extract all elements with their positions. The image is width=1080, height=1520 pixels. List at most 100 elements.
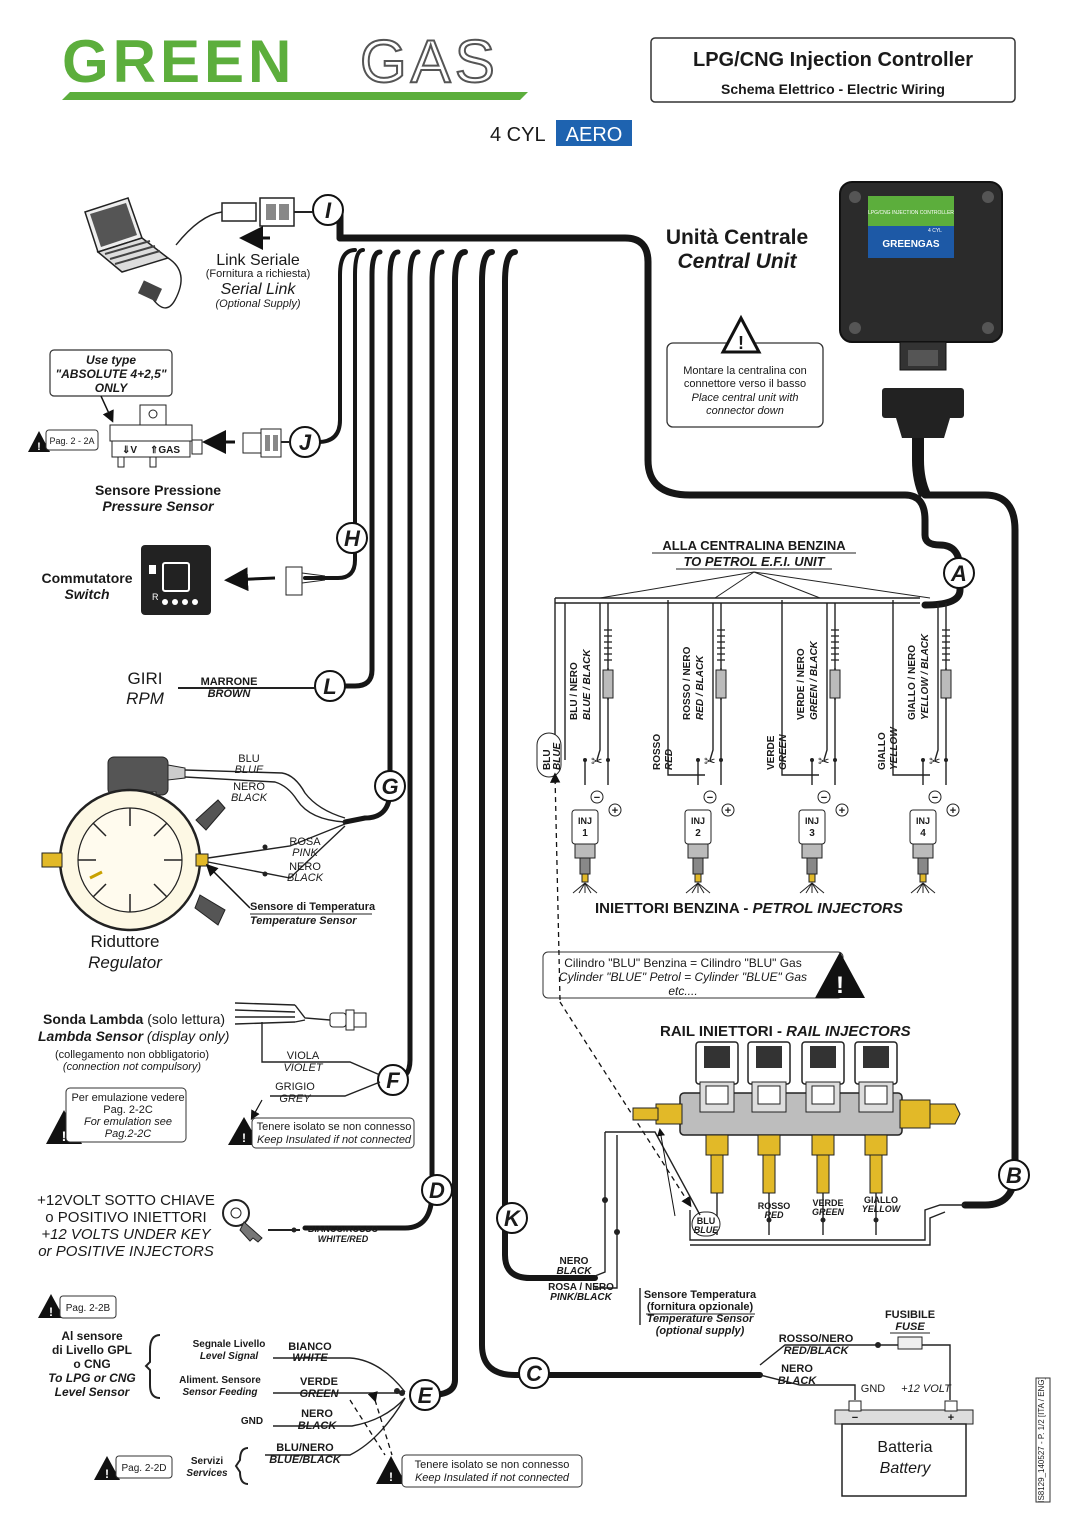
svg-text:+: + <box>948 1412 954 1424</box>
svg-text:NERO: NERO <box>560 1256 589 1267</box>
svg-text:GRIGIO: GRIGIO <box>275 1081 315 1093</box>
svg-text:VERDE / NERO: VERDE / NERO <box>796 648 807 720</box>
connector-c: C <box>518 1357 550 1389</box>
svg-text:BROWN: BROWN <box>208 688 252 700</box>
connector-d: D <box>421 1174 453 1206</box>
svg-text:NERO: NERO <box>301 1408 333 1420</box>
svg-text:BLUE: BLUE <box>235 764 264 776</box>
svg-text:!: ! <box>738 333 744 353</box>
svg-text:Per emulazione vedere: Per emulazione vedere <box>71 1092 184 1104</box>
svg-text:E: E <box>418 1383 434 1408</box>
lambda-title-it: Sonda Lambda (solo lettura) <box>43 1011 225 1027</box>
key-line-1: +12VOLT SOTTO CHIAVE <box>37 1192 215 1209</box>
serial-label-it: Link Seriale <box>216 252 300 269</box>
svg-text:!: ! <box>49 1305 53 1319</box>
svg-text:WHITE: WHITE <box>292 1352 328 1364</box>
svg-text:+: + <box>950 805 956 817</box>
serial-dongle <box>137 280 163 302</box>
svg-text:Al sensore: Al sensore <box>61 1329 123 1343</box>
temp-label-it: Sensore di Temperatura <box>250 901 376 913</box>
svg-text:YELLOW: YELLOW <box>862 1204 902 1214</box>
svg-text:Pag. 2-2C: Pag. 2-2C <box>103 1104 153 1116</box>
svg-text:GIALLO: GIALLO <box>864 1195 898 1205</box>
cylinder-note: ! Cilindro "BLU" Benzina = Cilindro "BLU… <box>542 951 865 999</box>
svg-text:GND: GND <box>861 1383 886 1395</box>
svg-text:di Livello GPL: di Livello GPL <box>52 1343 132 1357</box>
svg-text:✂: ✂ <box>704 753 716 769</box>
svg-text:Tenere isolato se non connesso: Tenere isolato se non connesso <box>257 1121 412 1133</box>
svg-text:ROSA: ROSA <box>289 836 321 848</box>
svg-text:GREY: GREY <box>279 1093 311 1105</box>
svg-text:BLUE / BLACK: BLUE / BLACK <box>582 649 593 720</box>
svg-text:Keep Insulated if not connecte: Keep Insulated if not connected <box>257 1134 412 1146</box>
lambda-title-en: Lambda Sensor (display only) <box>38 1028 229 1044</box>
svg-text:Pag.2-2C: Pag.2-2C <box>105 1128 152 1140</box>
svg-text:RED / BLACK: RED / BLACK <box>695 655 706 720</box>
use-type-box: Use type "ABSOLUTE 4+2,5" ONLY <box>49 349 173 397</box>
svg-text:4: 4 <box>920 828 926 839</box>
svg-text:Pag. 2 - 2A: Pag. 2 - 2A <box>49 436 94 446</box>
regulator-label-en: Regulator <box>88 953 163 972</box>
connector-k: K <box>496 1202 528 1234</box>
svg-text:For emulation see: For emulation see <box>84 1116 172 1128</box>
svg-text:YELLOW / BLACK: YELLOW / BLACK <box>920 633 931 720</box>
svg-text:connettore verso il basso: connettore verso il basso <box>684 378 806 390</box>
svg-text:RED/BLACK: RED/BLACK <box>784 1345 850 1357</box>
svg-text:INJ: INJ <box>805 816 819 826</box>
svg-text:NERO: NERO <box>781 1363 813 1375</box>
svg-text:RED: RED <box>764 1210 784 1220</box>
svg-text:⇑GAS: ⇑GAS <box>150 445 180 456</box>
svg-text:ROSA / NERO: ROSA / NERO <box>548 1282 614 1293</box>
connector-a: A <box>943 557 975 589</box>
key-line-3: +12 VOLTS UNDER KEY <box>41 1226 211 1243</box>
svg-text:Place central unit with: Place central unit with <box>692 392 799 404</box>
svg-text:(optional supply): (optional supply) <box>656 1325 745 1337</box>
svg-text:INJ: INJ <box>691 816 705 826</box>
connector-f: F <box>377 1064 409 1096</box>
svg-text:YELLOW: YELLOW <box>889 726 900 770</box>
svg-text:Keep Insulated if not connecte: Keep Insulated if not connected <box>415 1472 570 1484</box>
laptop-icon <box>84 197 170 273</box>
svg-text:ROSSO / NERO: ROSSO / NERO <box>682 646 693 720</box>
svg-text:+: + <box>725 805 731 817</box>
svg-text:GIALLO / NERO: GIALLO / NERO <box>907 645 918 720</box>
svg-text:−: − <box>707 792 713 804</box>
svg-text:GREEN: GREEN <box>299 1388 339 1400</box>
svg-text:R: R <box>152 592 159 602</box>
svg-text:GREEN: GREEN <box>812 1207 845 1217</box>
regulator-label-it: Riduttore <box>91 932 160 951</box>
model-badge <box>556 120 632 146</box>
svg-text:F: F <box>386 1068 400 1093</box>
svg-text:PINK: PINK <box>292 847 318 859</box>
svg-text:VIOLET: VIOLET <box>283 1062 323 1074</box>
main-harness <box>302 206 1019 1398</box>
svg-text:!: ! <box>37 441 41 453</box>
pressure-plug <box>242 428 282 458</box>
svg-text:GREEN / BLACK: GREEN / BLACK <box>809 640 820 720</box>
svg-text:GREEN: GREEN <box>778 734 789 770</box>
svg-text:ROSSO/NERO: ROSSO/NERO <box>779 1333 854 1345</box>
fuse-icon <box>897 1336 923 1350</box>
ecu-warning-box: ! Montare la centralina con connettore v… <box>666 314 824 428</box>
logo-gas: GAS <box>360 28 499 95</box>
svg-text:Cilindro "BLU" Benzina = Cilin: Cilindro "BLU" Benzina = Cilindro "BLU" … <box>564 956 801 970</box>
svg-text:INJ: INJ <box>578 816 592 826</box>
serial-note-it: (Fornitura a richiesta) <box>206 268 311 280</box>
pressure-label-it: Sensore Pressione <box>95 482 221 498</box>
svg-text:VERDE: VERDE <box>812 1198 843 1208</box>
page-ref-2b: ! Pag. 2-2B <box>38 1294 117 1319</box>
connector-e: E <box>409 1379 441 1411</box>
connector-badges: I J H L G F D K E C A B <box>289 194 1030 1411</box>
central-unit-label-it: Unità Centrale <box>666 226 808 249</box>
svg-text:Level Sensor: Level Sensor <box>55 1385 131 1399</box>
connector-g: G <box>374 770 406 802</box>
key-line-4: or POSITIVE INJECTORS <box>38 1243 214 1260</box>
svg-text:A: A <box>950 561 967 586</box>
